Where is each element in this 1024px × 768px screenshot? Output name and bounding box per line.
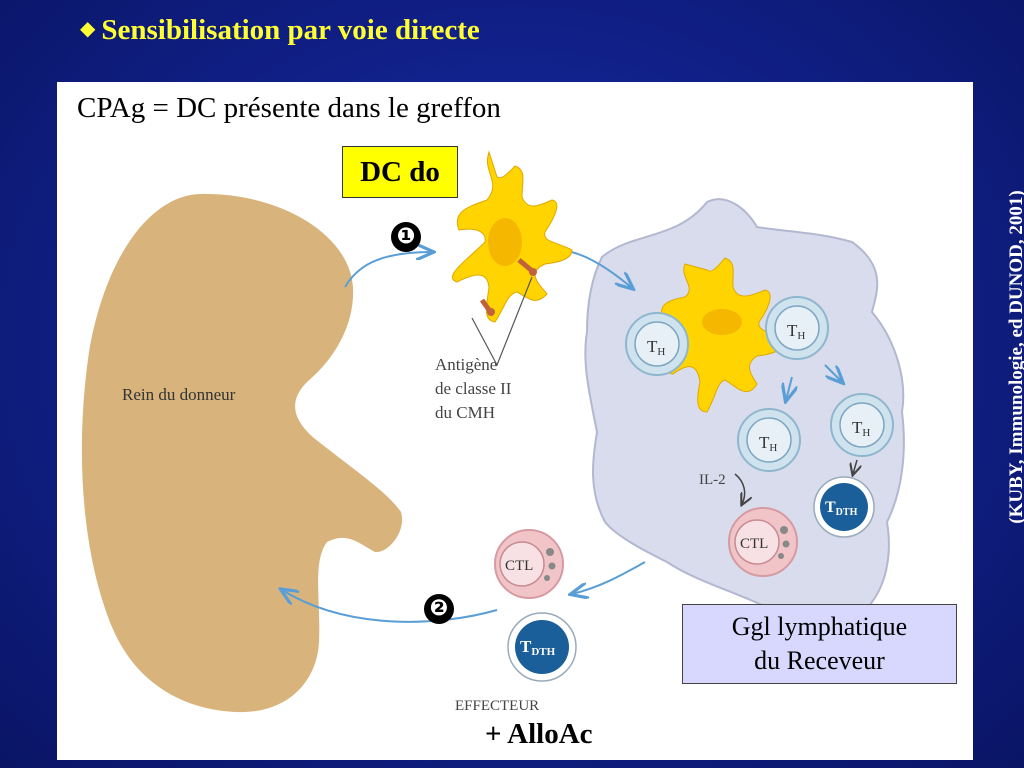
ctl-label: CTL xyxy=(505,558,533,574)
tdth-cell-node: TDTH xyxy=(813,476,875,538)
th-cell-3: TH xyxy=(737,408,801,472)
dc-donor-label: DC do xyxy=(342,146,458,198)
tdth-label: TDTH xyxy=(825,499,858,518)
slide-title: ◆Sensibilisation par voie directe xyxy=(80,14,480,47)
kidney-shape xyxy=(81,193,403,713)
il2-arrow xyxy=(734,473,745,504)
th-cell-2: TH xyxy=(765,296,829,360)
ctl-cell-effector: CTL xyxy=(494,529,564,599)
node-to-effector-arrow xyxy=(572,561,646,594)
tdth-cell-effector: TDTH xyxy=(507,612,577,682)
ctl-cell-node: CTL xyxy=(728,507,798,577)
th-to-th-arrow-1 xyxy=(786,376,792,400)
citation-text: (KUBY, Immunologie, ed DUNOD, 2001) xyxy=(1006,190,1024,524)
diagram-panel: Rein du donneur Antigène de classe II du… xyxy=(57,82,973,760)
lymph-node-label-line-1: Ggl lymphatique xyxy=(731,612,908,641)
kidney-label: Rein du donneur xyxy=(122,385,236,404)
th-to-th-arrow-2 xyxy=(824,364,842,382)
diamond-bullet-icon: ◆ xyxy=(80,18,96,40)
donor-dc-cell xyxy=(451,150,573,323)
th-cell-1: TH xyxy=(625,312,689,376)
th-label: TH xyxy=(647,337,665,358)
effector-to-kidney-arrow xyxy=(282,590,498,623)
diagram-subtitle: CPAg = DC présente dans le greffon xyxy=(77,92,501,124)
antigen-label-line-3: du CMH xyxy=(435,403,495,422)
alloantibody-label: + AlloAc xyxy=(485,718,593,750)
lymph-node-label-box: Ggl lymphatique du Receveur xyxy=(682,604,957,684)
tdth-label: TDTH xyxy=(520,637,556,658)
th-to-tdth-arrow xyxy=(853,459,857,474)
th-label: TH xyxy=(787,321,805,342)
th-label: TH xyxy=(852,418,870,439)
kidney-to-dc-arrow xyxy=(344,252,432,288)
th-cell-4: TH xyxy=(830,393,894,457)
antigen-label-line-2: de classe II xyxy=(435,379,512,398)
effector-label: EFFECTEUR xyxy=(455,698,539,714)
th-label: TH xyxy=(759,433,777,454)
il2-label: IL-2 xyxy=(699,472,726,488)
ctl-label: CTL xyxy=(740,536,768,552)
slide-title-text: Sensibilisation par voie directe xyxy=(101,14,480,46)
antigen-pointer-lines xyxy=(471,276,533,367)
sensitization-diagram: Rein du donneur Antigène de classe II du… xyxy=(81,150,905,714)
antigen-label-line-1: Antigène xyxy=(435,355,497,374)
step-1-marker: ❶ xyxy=(391,222,421,252)
step-2-marker: ❷ xyxy=(424,594,454,624)
lymph-node-label-line-2: du Receveur xyxy=(754,646,885,675)
